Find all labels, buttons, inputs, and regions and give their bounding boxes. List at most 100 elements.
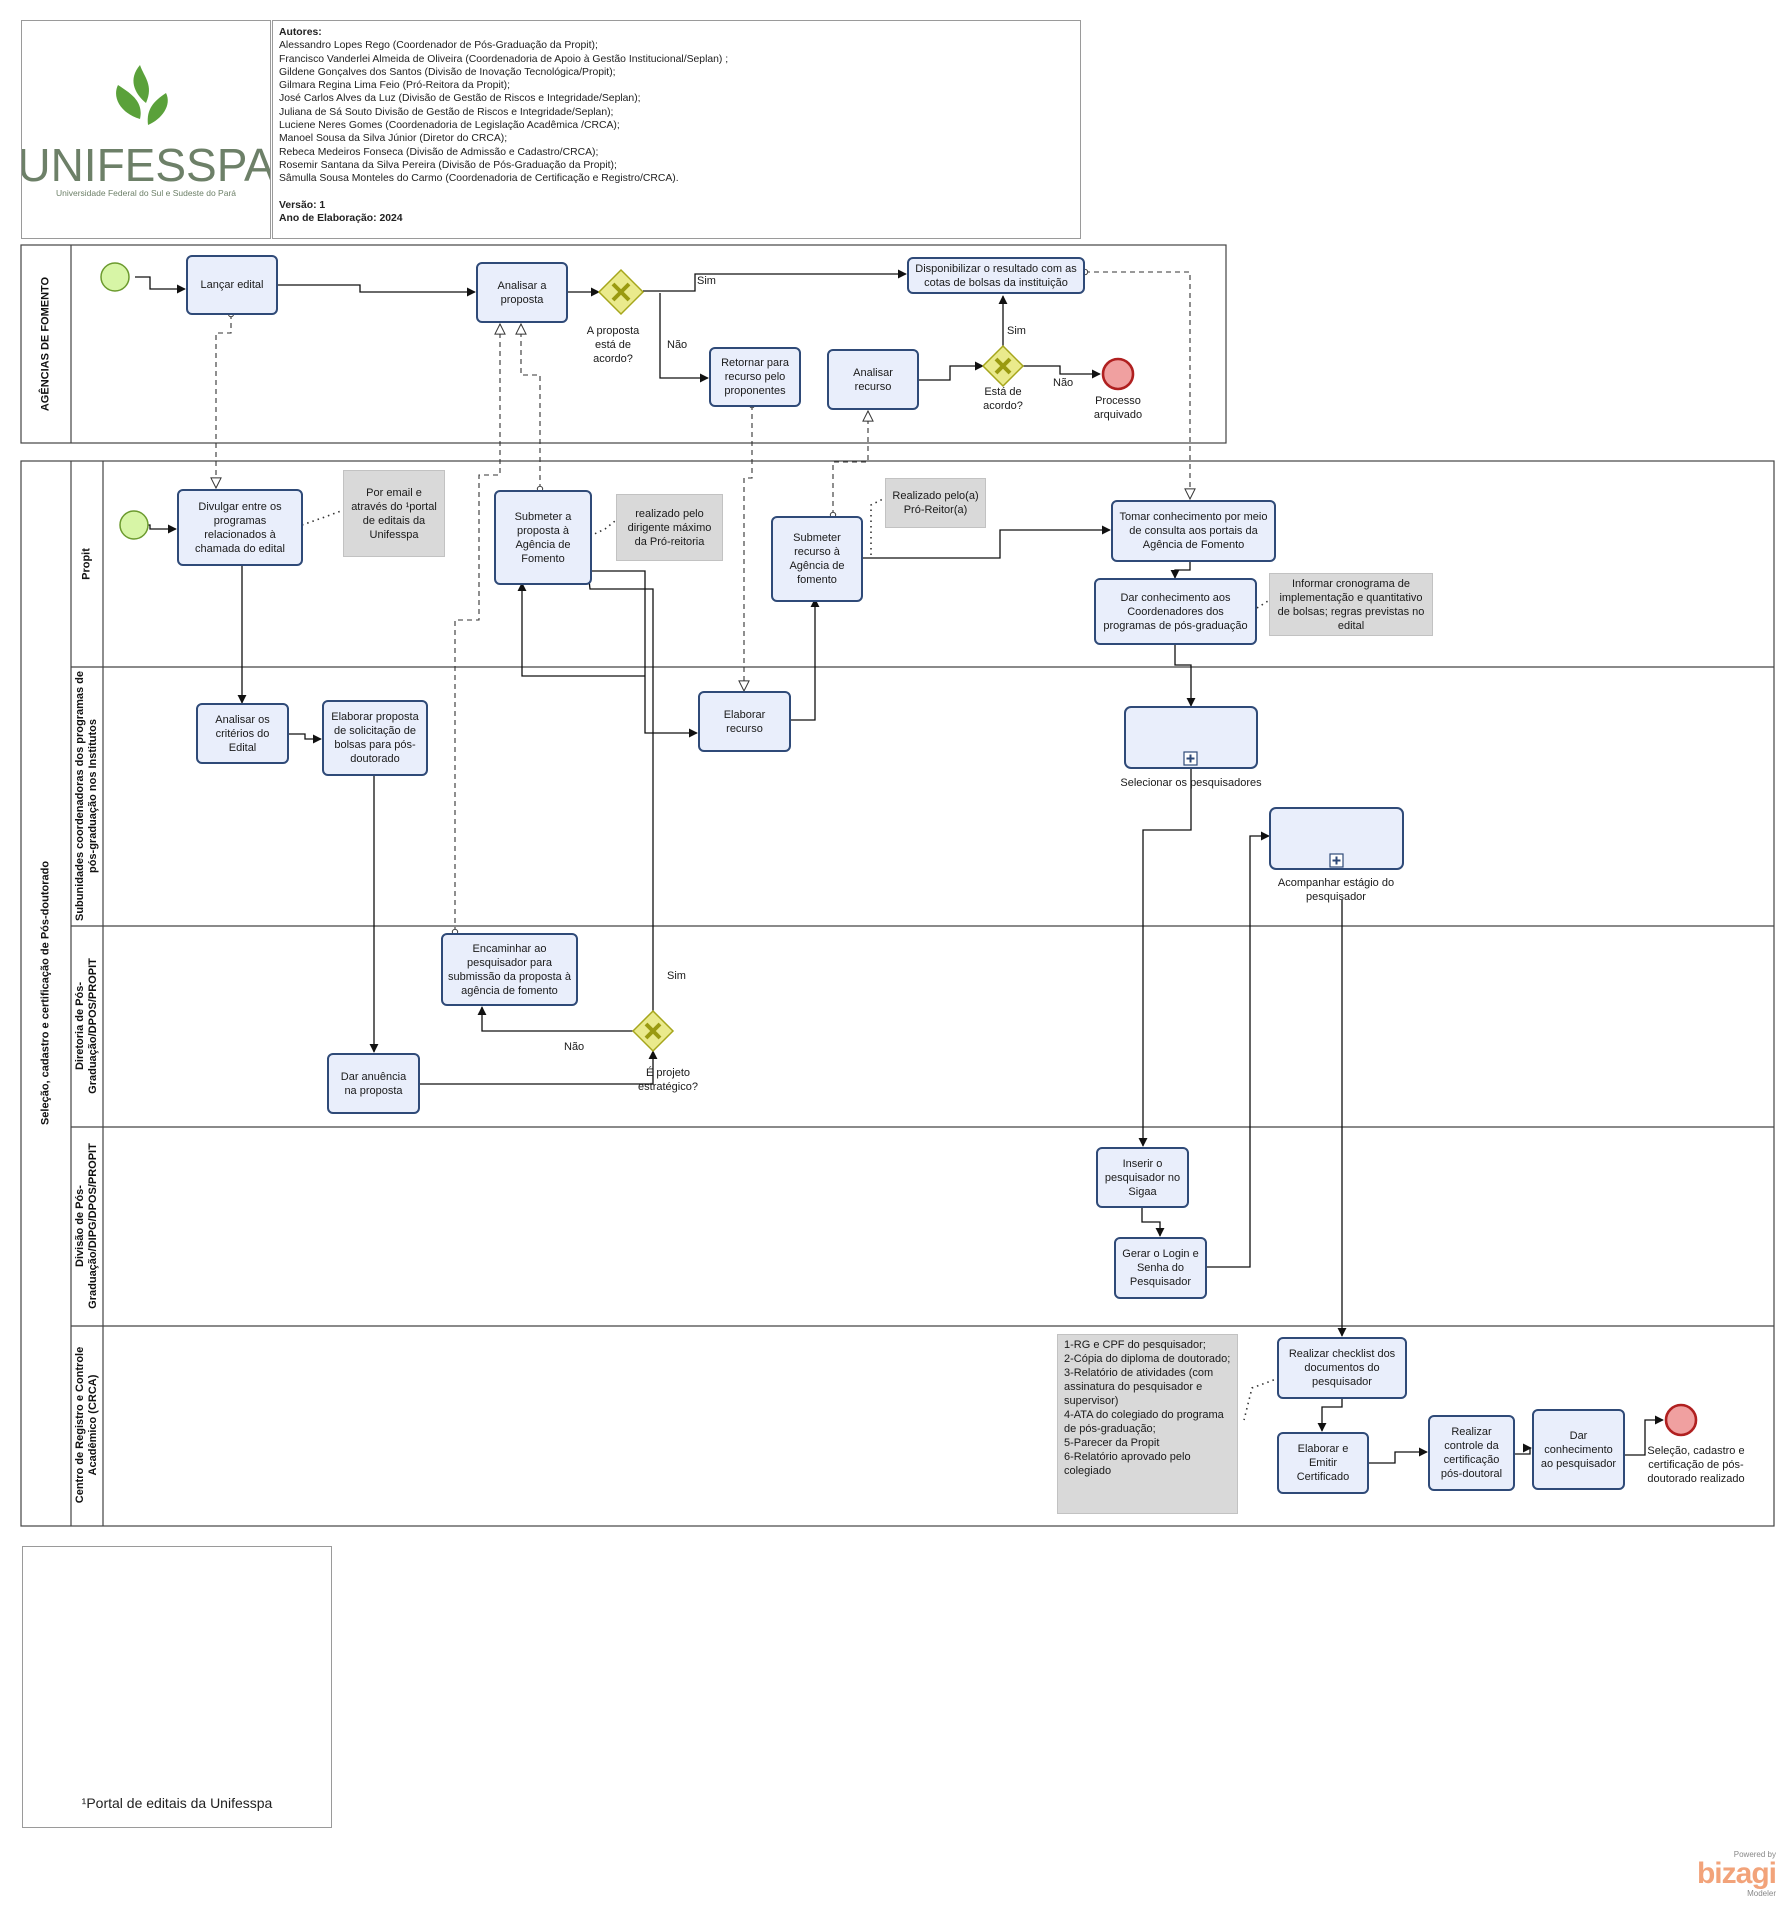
msg-disponibilizar-tomar [1085,272,1190,499]
bizagi-logo: bizagi [1696,1857,1777,1890]
label-fim: Seleção, cadastro e certificação de pós-… [1647,1445,1745,1485]
year-text: Ano de Elaboração: 2024 [279,213,403,225]
flow-submeter-elaborarrec [590,570,698,738]
author-line: Gilmara Regina Lima Feio (Pró-Reitora da… [279,80,510,92]
task-submeter-proposta[interactable]: Submeter a proposta à Agência de Fomento [494,490,592,585]
task-analisar-recurso[interactable]: Analisar recurso [827,349,919,410]
label-selecionar: Selecionar os pesquisadores [1120,777,1262,789]
msg-lancar-divulgar [216,314,231,488]
qr-panel: ¹Portal de editais da Unifesspa [22,1546,332,1828]
author-line: Sâmulla Sousa Monteles do Carmo (Coorden… [279,173,679,185]
author-line: Francisco Vanderlei Almeida de Oliveira … [279,53,729,65]
task-encaminhar[interactable]: Encaminhar ao pesquisador para submissão… [441,933,578,1006]
author-line: Juliana de Sá Souto Divisão de Gestão de… [279,106,614,118]
flow-checklist-elaborarcert [1317,1397,1343,1432]
label-gateway-acordo: Está de acordo? [983,386,1023,412]
flow-elaborarcert-controle [1368,1447,1428,1464]
author-line: Gildene Gonçalves dos Santos (Divisão de… [279,66,616,78]
flow-submeterrec-tomar [861,525,1111,559]
unifesspa-logo: UNIFESSPA Universidade Federal do Sul e … [17,65,275,198]
task-dar-anuencia[interactable]: Dar anuência na proposta [327,1053,420,1114]
pool-title-selecao: Seleção, cadastro e certificação de Pós-… [39,860,52,1126]
doc-item: 1-RG e CPF do pesquisador; [1064,1339,1206,1351]
assoc-submeterrec-note [870,497,886,555]
doc-item: 2-Cópia do diploma de doutorado; [1064,1353,1231,1365]
assoc-submeter-note [589,520,616,537]
task-realizar-checklist[interactable]: Realizar checklist dos documentos do pes… [1277,1337,1407,1399]
doc-item: 4-ATA do colegiado do programa de pós-gr… [1064,1409,1224,1435]
sequence-flows [135,269,1664,1464]
gateway-projeto-estrategico [631,1009,675,1053]
msg-submeter-analisar [521,324,540,489]
qr-caption: ¹Portal de editais da Unifesspa [81,1795,273,1811]
task-analisar-proposta[interactable]: Analisar a proposta [476,262,568,323]
modeler-text: Modeler [1747,1889,1776,1898]
logo-panel: UNIFESSPA Universidade Federal do Sul e … [17,20,275,239]
task-retornar-recurso[interactable]: Retornar para recurso pelo proponentes [709,347,801,407]
flow-gw2-end-nao [1023,365,1101,379]
flow-darconh-selecionar [1174,645,1196,707]
task-dar-conhecimento-pesquisador[interactable]: Dar conhecimento ao pesquisador [1532,1409,1625,1490]
gateway-proposta-acordo [597,268,645,316]
author-line: José Carlos Alves da Luz (Divisão de Ges… [279,93,641,105]
task-realizar-controle[interactable]: Realizar controle da certificação pós-do… [1428,1415,1515,1491]
expand-icon [1186,754,1195,763]
note-cronograma: Informar cronograma de implementação e q… [1269,573,1433,636]
msg-encaminhar-analisar [455,324,500,932]
task-elaborar-proposta[interactable]: Elaborar proposta de solicitação de bols… [322,700,428,776]
flow-start-lancar [135,276,186,294]
task-submeter-recurso[interactable]: Submeter recurso à Agência de fomento [771,516,863,602]
flow-loop-submeter [517,582,645,677]
label-acompanhar: Acompanhar estágio do pesquisador [1277,877,1395,903]
task-dar-conhecimento-coordenadores[interactable]: Dar conhecimento aos Coordenadores dos p… [1094,578,1257,645]
label-gateway-proposta: A proposta está de acordo? [586,325,640,365]
note-email: Por email e através do ¹portal de editai… [343,470,445,557]
task-tomar-conhecimento[interactable]: Tomar conhecimento por meio de consulta … [1111,500,1276,562]
author-line: Rosemir Santana da Silva Pereira (Divisã… [279,159,617,171]
message-flows [216,272,1190,932]
subprocess-selecionar[interactable] [1124,706,1258,769]
task-gerar-login[interactable]: Gerar o Login e Senha do Pesquisador [1114,1237,1207,1299]
flow-inserir-gerar [1141,1206,1165,1237]
expand-icon [1332,856,1341,865]
doc-item: 3-Relatório de atividades (com assinatur… [1064,1367,1214,1407]
authors-panel: Autores: Alessandro Lopes Rego (Coordena… [272,20,1081,239]
task-analisar-criterios[interactable]: Analisar os critérios do Edital [196,703,289,764]
lane-title-diretoria: Diretoria de Pós-Graduação/DPOS/PROPIT [74,958,99,1094]
note-documentos: 1-RG e CPF do pesquisador; 2-Cópia do di… [1057,1334,1238,1514]
flow-gw3-encaminhar-nao [477,1006,633,1032]
label-gateway-estrategico: É projeto estratégico? [638,1067,698,1093]
doc-item: 6-Relatório aprovado pelo colegiado [1064,1451,1191,1477]
gateway-esta-acordo [981,344,1025,388]
task-inserir-sigaa[interactable]: Inserir o pesquisador no Sigaa [1096,1147,1189,1208]
flow-label-sim: Sim [1007,325,1026,337]
assoc-checklist-note [1243,1377,1280,1421]
flow-anuencia-gw3 [420,1050,658,1085]
author-line: Alessandro Lopes Rego (Coordenador de Pó… [279,40,598,52]
start-event-selecao [119,510,149,540]
authors-title: Autores: [279,27,322,38]
label-processo-arquivado: Processo arquivado [1093,395,1143,421]
logo-subtitle: Universidade Federal do Sul e Sudeste do… [56,188,236,198]
task-lancar-edital[interactable]: Lançar edital [186,255,278,315]
leaf-icon [116,65,168,125]
lane-title-subunidades: Subunidades coordenadoras dos programas … [74,671,99,921]
bizagi-branding: Powered by bizagi Modeler [1686,1850,1777,1898]
flow-gw1-retornar-nao [659,293,709,383]
task-elaborar-certificado[interactable]: Elaborar e Emitir Certificado [1277,1432,1369,1494]
flow-tomar-darconh [1170,562,1191,579]
end-event-realizado [1664,1403,1698,1437]
logo-wordmark: UNIFESSPA [22,139,270,191]
author-line: Luciene Neres Gomes (Coordenadoria de Le… [279,120,620,132]
flow-analisarrec-gw2 [919,361,984,381]
task-elaborar-recurso[interactable]: Elaborar recurso [698,691,791,752]
task-disponibilizar-resultado[interactable]: Disponibilizar o resultado com as cotas … [907,257,1085,294]
flow-label-nao: Não [564,1041,585,1053]
start-event-agencias [100,262,130,292]
doc-item: 5-Parecer da Propit [1064,1437,1160,1449]
task-divulgar[interactable]: Divulgar entre os programas relacionados… [177,489,303,566]
flow-label-sim: Sim [697,275,716,287]
subprocess-acompanhar[interactable] [1269,807,1404,870]
pool-selecao [20,460,1775,1527]
